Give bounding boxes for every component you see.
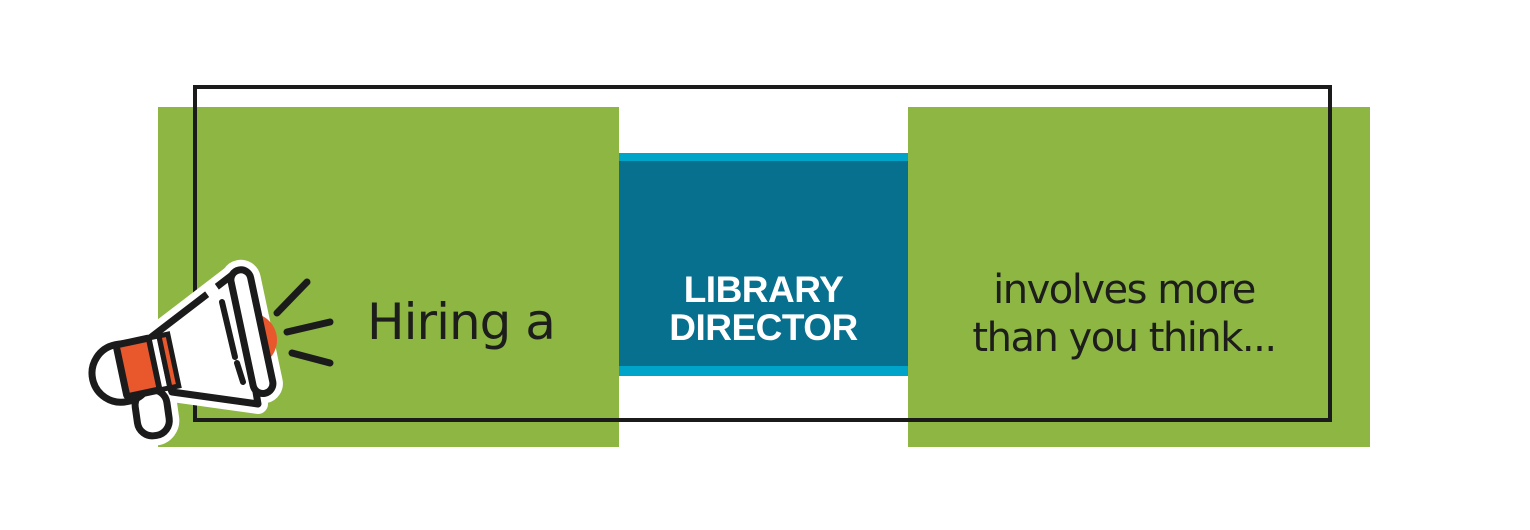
library-director-text: LIBRARY DIRECTOR	[619, 271, 908, 347]
than-you-think-line: than you think...	[972, 315, 1277, 361]
megaphone-knob	[88, 340, 156, 406]
involves-more-text: involves more than you think...	[934, 266, 1314, 362]
library-line: LIBRARY	[683, 269, 844, 310]
border-frame	[193, 85, 1332, 422]
right-green-panel	[908, 107, 1370, 447]
involves-line: involves more	[993, 267, 1256, 313]
center-teal-panel	[619, 153, 908, 376]
center-teal-inner	[619, 161, 908, 366]
director-line: DIRECTOR	[669, 307, 858, 348]
megaphone-band	[112, 334, 164, 400]
hiring-text: Hiring a	[321, 297, 601, 347]
hiring-label: Hiring a	[367, 293, 556, 351]
